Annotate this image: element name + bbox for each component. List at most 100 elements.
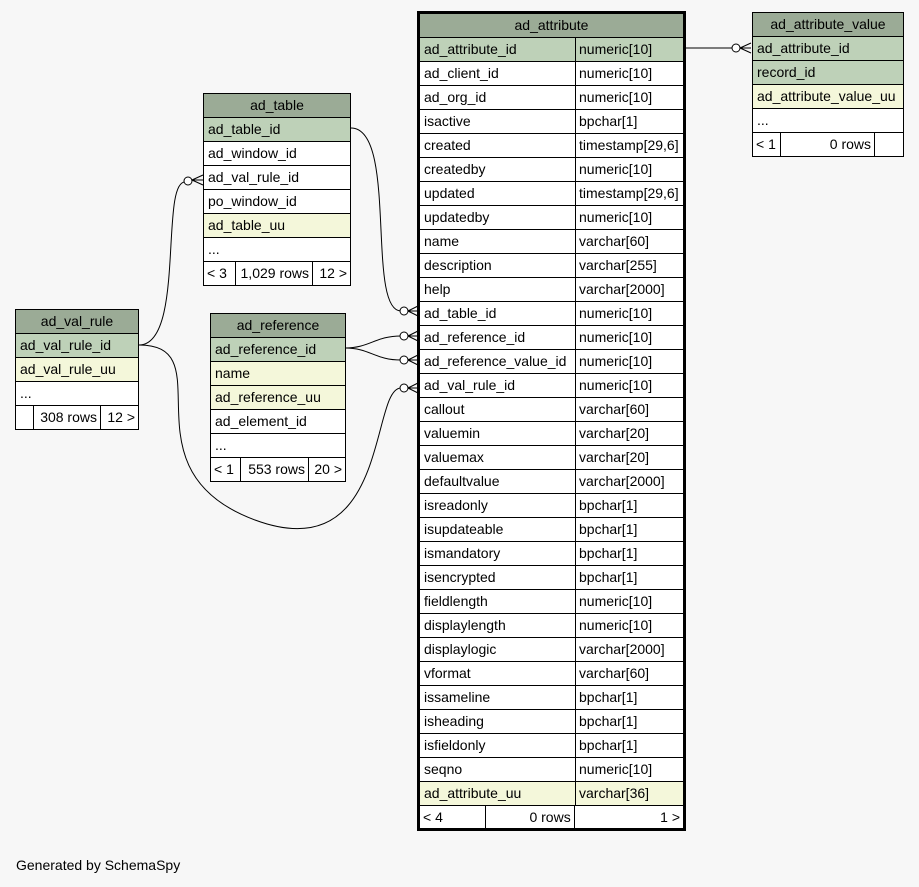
footer-next-count[interactable] — [874, 133, 903, 157]
column-row[interactable]: ad_reference_id — [211, 338, 345, 362]
column-name: description — [424, 257, 492, 273]
link-reference-end — [399, 331, 409, 341]
column-name: updatedby — [424, 209, 490, 225]
footer-prev-count[interactable] — [16, 406, 33, 430]
column-row[interactable]: ad_window_id — [204, 142, 350, 166]
column-row[interactable]: po_window_id — [204, 190, 350, 214]
column-row[interactable]: record_id — [753, 61, 903, 85]
column-type: varchar[2000] — [575, 470, 683, 493]
column-row[interactable]: ... — [204, 238, 350, 262]
column-name: name — [215, 365, 251, 381]
column-name: ad_attribute_uu — [424, 785, 522, 801]
column-type: numeric[10] — [575, 38, 683, 61]
footer-prev-count[interactable]: < 1 — [756, 136, 776, 152]
column-row[interactable]: ad_element_id — [211, 410, 345, 434]
column-row[interactable]: updatedby numeric[10] — [420, 206, 683, 230]
footer-next-count[interactable]: 12 > — [100, 406, 138, 430]
column-type: timestamp[29,6] — [575, 182, 683, 205]
column-row[interactable]: ad_val_rule_uu — [16, 358, 138, 382]
footer-prev-count[interactable]: < 4 — [423, 809, 443, 825]
link-val-rule-table-end — [183, 176, 193, 186]
column-type: varchar[60] — [575, 230, 683, 253]
footer-next-count[interactable]: 20 > — [308, 458, 345, 482]
column-name: createdby — [424, 161, 486, 177]
footer-prev-count[interactable]: < 1 — [214, 461, 234, 477]
link-table-end — [399, 306, 409, 316]
footer-next-count[interactable]: 1 > — [573, 806, 683, 830]
column-type: numeric[10] — [575, 350, 683, 373]
column-row[interactable]: ad_table_id — [204, 118, 350, 142]
column-type: numeric[10] — [575, 590, 683, 613]
column-row[interactable]: ad_val_rule_id — [16, 334, 138, 358]
footer-next-count[interactable]: 12 > — [312, 262, 350, 286]
column-name: isactive — [424, 113, 471, 129]
column-row[interactable]: ad_reference_uu — [211, 386, 345, 410]
column-type: bpchar[1] — [575, 542, 683, 565]
column-row[interactable]: displaylength numeric[10] — [420, 614, 683, 638]
column-type: numeric[10] — [575, 614, 683, 637]
column-row[interactable]: ... — [211, 434, 345, 458]
entity-title: ad_val_rule — [16, 310, 138, 334]
column-name: ... — [215, 437, 227, 453]
column-row[interactable]: ad_attribute_id — [753, 37, 903, 61]
column-type: numeric[10] — [575, 62, 683, 85]
column-name: ad_reference_id — [424, 329, 526, 345]
link-reference-value-end — [399, 355, 409, 365]
column-row[interactable]: ad_table_uu — [204, 214, 350, 238]
column-name: ad_element_id — [215, 413, 307, 429]
column-row[interactable]: ... — [753, 109, 903, 133]
column-name: ad_attribute_value_uu — [757, 88, 896, 104]
column-row[interactable]: name — [211, 362, 345, 386]
link-val-rule-table — [138, 181, 186, 346]
column-name: isheading — [424, 713, 484, 729]
column-name: displaylength — [424, 617, 506, 633]
link-table — [350, 127, 402, 312]
column-row[interactable]: ... — [16, 382, 138, 406]
entity-title: ad_attribute_value — [753, 13, 903, 37]
column-row[interactable]: ad_attribute_value_uu — [753, 85, 903, 109]
column-row[interactable]: ad_val_rule_id — [204, 166, 350, 190]
column-type: timestamp[29,6] — [575, 134, 683, 157]
column-type: numeric[10] — [575, 206, 683, 229]
footer-prev-count[interactable]: < 3 — [207, 265, 227, 281]
column-type: varchar[2000] — [575, 638, 683, 661]
column-name: ad_window_id — [208, 145, 297, 161]
